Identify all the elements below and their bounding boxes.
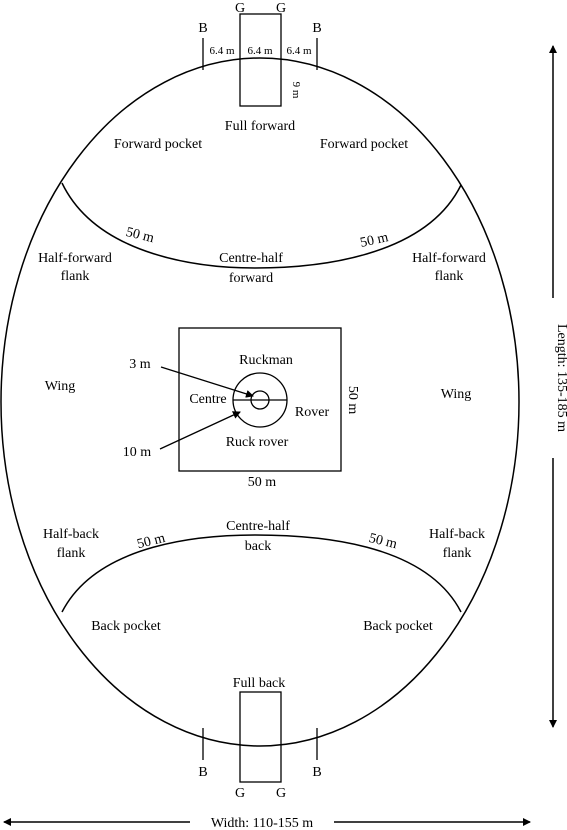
top-post-label-g-left: G [235,1,245,16]
half-forward-flank-right-line2: flank [435,269,464,284]
half-back-flank-right-line1: Half-back [429,527,485,542]
width-label: Width: 110-155 m [211,816,313,830]
top-post-label-b-right: B [312,21,321,36]
forward-pocket-right-label: Forward pocket [320,137,408,152]
top-50m-arc [61,182,462,269]
inner-circle-radius-label: 3 m [129,357,151,372]
bottom-post-label-b-left: B [198,765,207,780]
goal-square-depth-label: 9 m [290,82,302,99]
field-boundary [0,57,520,747]
bottom-arc-right-distance: 50 m [367,531,398,552]
back-pocket-right-label: Back pocket [363,619,433,634]
wing-left-label: Wing [45,379,76,394]
centre-label: Centre [189,392,226,407]
bottom-post-label-g-right: G [276,786,286,801]
centre-square [178,327,342,472]
top-arc-right-distance: 50 m [359,230,390,251]
centre-square-side-horizontal: 50 m [248,475,277,490]
full-forward-label: Full forward [225,119,295,134]
top-post-label-g-right: G [276,1,286,16]
post-spacing-left: 6.4 m [209,45,235,57]
centre-half-back-line1: Centre-half [226,519,290,534]
bottom-goal-square [239,691,282,783]
bottom-arc-left-distance: 50 m [136,531,167,552]
centre-half-back-line2: back [245,539,271,554]
wing-right-label: Wing [441,387,472,402]
outer-circle-pointer [159,411,241,450]
post-spacing-centre: 6.4 m [247,45,273,57]
bottom-post-label-g-left: G [235,786,245,801]
ruck-rover-label: Ruck rover [226,435,289,450]
inner-circle-pointer [160,366,254,398]
half-back-flank-right-line2: flank [443,546,472,561]
rover-label: Rover [295,405,330,420]
half-forward-flank-left-line2: flank [61,269,90,284]
full-back-label: Full back [233,676,286,691]
outer-circle-radius-label: 10 m [123,445,152,460]
half-forward-flank-right-line1: Half-forward [412,251,486,266]
top-arc-left-distance: 50 m [124,225,155,246]
centre-half-forward-line2: forward [229,271,273,286]
top-goal-square [239,13,282,107]
half-back-flank-left-line1: Half-back [43,527,99,542]
ruckman-label: Ruckman [239,353,293,368]
bottom-50m-arc [61,534,462,613]
half-back-flank-left-line2: flank [57,546,86,561]
length-label: Length: 135-185 m [554,324,567,432]
bottom-post-label-b-right: B [312,765,321,780]
top-post-label-b-left: B [198,21,207,36]
centre-square-side-vertical: 50 m [345,386,360,415]
post-spacing-right: 6.4 m [286,45,312,57]
centre-half-forward-line1: Centre-half [219,251,283,266]
back-pocket-left-label: Back pocket [91,619,161,634]
forward-pocket-left-label: Forward pocket [114,137,202,152]
half-forward-flank-left-line1: Half-forward [38,251,112,266]
